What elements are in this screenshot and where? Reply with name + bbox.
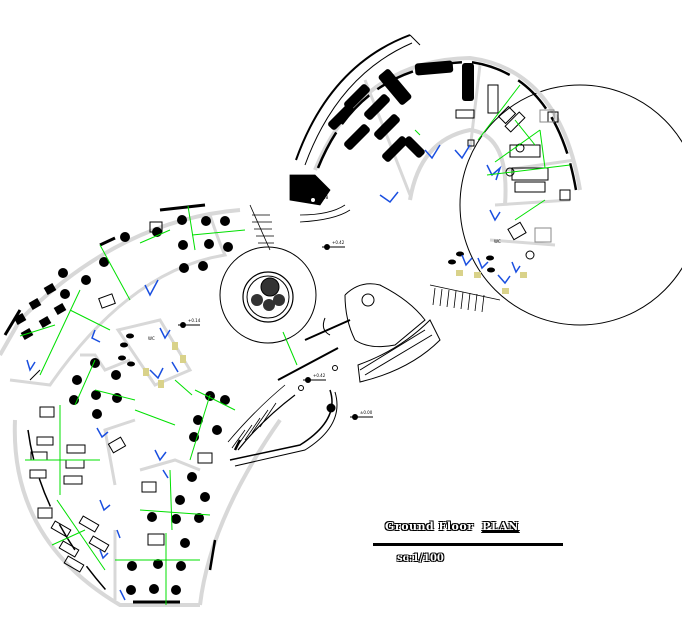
drawing-title-main: Ground Floor: [385, 520, 474, 533]
svg-text:±0.00: ±0.00: [360, 410, 373, 415]
drawing-title: Ground Floor PLAN: [385, 520, 519, 533]
toilet-fixture: [520, 272, 527, 278]
toilet-fixture: [456, 270, 463, 276]
wc-rooms: WC WC: [115, 239, 527, 388]
tree-icon: [251, 294, 263, 306]
title-underline: [373, 543, 563, 546]
tree-icon: [273, 294, 285, 306]
workstations: [13, 215, 233, 595]
level-marker: +0.42: [322, 240, 345, 250]
drawing-scale: sc:1/100: [397, 553, 444, 564]
stairs: [227, 174, 501, 451]
svg-text:+0.14: +0.14: [188, 318, 201, 323]
drawing-title-plan: PLAN: [482, 520, 519, 533]
wc-label: WC: [494, 239, 501, 244]
level-marker: +0.14: [178, 318, 201, 328]
doors: [26, 144, 521, 601]
site-boundary-circle: [459, 84, 682, 326]
toilet-fixture: [143, 368, 149, 376]
dimension-lines: [19, 84, 571, 605]
toilet-fixture: [158, 380, 164, 388]
toilet-fixture: [502, 288, 509, 294]
south-wing: [12, 418, 282, 607]
desks: [29, 221, 213, 573]
cafe: [229, 283, 441, 467]
central-atrium: [219, 246, 317, 344]
svg-text:+0.42: +0.42: [313, 373, 326, 378]
tree-icon: [263, 299, 275, 311]
level-marker: +0.42: [303, 373, 326, 383]
level-marker: ±0.00: [350, 410, 373, 420]
tree-icon: [260, 277, 280, 297]
svg-text:+0.42: +0.42: [332, 240, 345, 245]
svg-text:+1.08: +1.08: [316, 195, 329, 200]
wc-label: WC: [148, 336, 155, 341]
conference-tables: [328, 60, 474, 162]
toilet-fixture: [474, 272, 481, 278]
toilet-fixture: [172, 342, 178, 350]
toilet-fixture: [180, 355, 186, 363]
level-marker: +1.08: [310, 195, 329, 203]
